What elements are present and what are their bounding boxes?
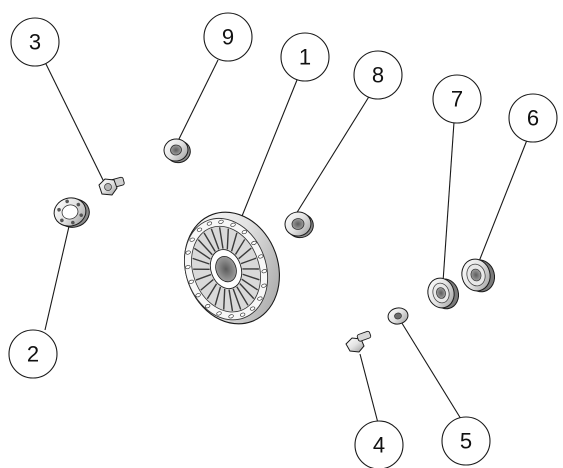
leader-line-3 [44, 61, 105, 183]
wheel-spoke [232, 288, 242, 310]
callout-2: 2 [8, 329, 58, 379]
wheel-spoke [197, 239, 213, 256]
part-7-bearing [427, 277, 460, 310]
part-3-bolt [98, 176, 125, 196]
wheel-rim-hole [261, 283, 267, 288]
callout-3: 3 [10, 17, 60, 67]
wheel-spoke [200, 278, 214, 291]
part-9-washer [163, 138, 191, 164]
wheel-rim-hole [258, 254, 264, 259]
callout-5: 5 [441, 416, 491, 466]
wheel-spoke [239, 282, 255, 300]
wheel-spoke [193, 268, 210, 270]
callout-4-label: 4 [373, 433, 385, 458]
callout-7-label: 7 [451, 87, 463, 112]
wheel-rim-hole [239, 312, 246, 317]
part-1-wheel [183, 211, 280, 325]
callout-6: 6 [508, 93, 558, 143]
leader-line-7 [442, 121, 455, 283]
wheel-rim-holes [185, 219, 267, 319]
leader-line-6 [477, 139, 528, 265]
callout-1-label: 1 [299, 45, 311, 70]
wheel-spoke [206, 283, 218, 300]
wheel-spoke [238, 247, 252, 260]
wheel-rim-hole [218, 219, 224, 224]
wheel-rim-hole [261, 269, 267, 274]
callout-2-label: 2 [27, 342, 39, 367]
leader-line-1 [237, 79, 298, 227]
wheel-spoke [236, 286, 249, 306]
wheel-spoke [195, 273, 212, 281]
wheel-rim-hole [206, 221, 213, 226]
leader-line-5 [399, 319, 462, 420]
wheel-rim-hole [257, 296, 263, 301]
leader-line-2 [44, 221, 71, 331]
wheel-spoke [193, 247, 211, 260]
wheel-rim-hole [195, 293, 201, 298]
callout-7: 7 [432, 74, 482, 124]
callout-4: 4 [354, 420, 404, 468]
wheel-spoke [203, 232, 216, 252]
wheel-rim-hole [196, 227, 203, 232]
wheel-spoke [210, 228, 220, 250]
wheel-spokes [192, 227, 260, 312]
wheel-rim-hole [216, 311, 222, 316]
leader-line-8 [295, 94, 371, 215]
wheel-spoke [192, 257, 210, 265]
leader-line-9 [177, 59, 219, 142]
wheel-rim-hole [249, 306, 256, 311]
wheel-rim-hole [189, 237, 195, 242]
part-8-washer [284, 211, 314, 239]
wheel-spoke [240, 257, 257, 265]
wheel-rim-hole [228, 314, 234, 319]
leader-lines [44, 59, 528, 424]
wheel-spoke [242, 273, 260, 281]
wheel-rim-hole [241, 230, 248, 235]
wheel-spoke [223, 288, 226, 310]
wheel-rim-hole [185, 265, 191, 270]
part-2-flange [53, 197, 90, 228]
wheel-spoke [242, 268, 259, 270]
callout-9: 9 [203, 12, 253, 62]
wheel-spoke [241, 278, 259, 291]
callout-8: 8 [353, 50, 403, 100]
part-4-bolt [345, 330, 372, 353]
callout-6-label: 6 [527, 106, 539, 131]
wheel-rim-hole [230, 222, 236, 227]
callout-1: 1 [280, 32, 330, 82]
leader-line-4 [359, 353, 379, 424]
wheel-rim-hole [204, 304, 211, 309]
wheel-rim-hole [251, 240, 257, 246]
wheel-spoke [230, 232, 238, 252]
wheel-spoke [218, 227, 224, 249]
wheel-spoke [214, 286, 222, 306]
callout-9-label: 9 [222, 25, 234, 50]
wheel-spoke [228, 289, 234, 312]
part-5-washer [387, 307, 409, 325]
part-6-bearing [461, 258, 496, 293]
wheel-rim-hole [188, 279, 194, 284]
wheel-spoke [226, 228, 230, 250]
callout-8-label: 8 [372, 63, 384, 88]
callout-3-label: 3 [29, 30, 41, 55]
wheel-rim-hole [185, 250, 191, 255]
callout-5-label: 5 [460, 429, 472, 454]
wheel-spoke [234, 239, 246, 255]
